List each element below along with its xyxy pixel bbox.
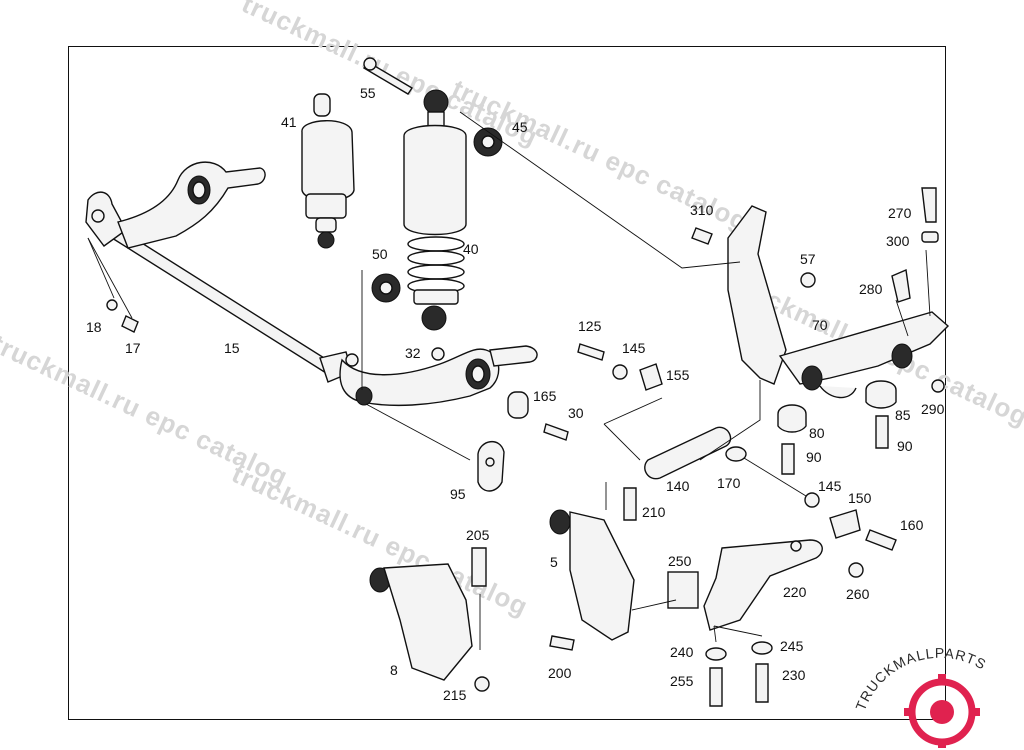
callout-32: 32 — [405, 345, 421, 361]
washer-240 — [705, 647, 727, 661]
callout-290: 290 — [921, 401, 945, 417]
callout-245: 245 — [780, 638, 804, 654]
bracket-5 — [549, 487, 637, 651]
callout-145-upper: 145 — [622, 340, 646, 356]
nut-32 — [431, 347, 445, 361]
callout-310: 310 — [690, 202, 714, 218]
stabilizer-bar — [85, 161, 538, 407]
washer-300 — [921, 231, 939, 243]
bolt-90-center — [781, 443, 795, 475]
callout-90-right: 90 — [897, 438, 913, 454]
callout-170: 170 — [717, 475, 741, 491]
callout-260: 260 — [846, 586, 870, 602]
diagram-frame — [68, 46, 946, 720]
bolt-230 — [755, 663, 769, 703]
pin-150 — [829, 509, 861, 539]
bolt-30 — [543, 423, 569, 441]
callout-80: 80 — [809, 425, 825, 441]
bolt-200 — [549, 635, 575, 651]
callout-145-lower: 145 — [818, 478, 842, 494]
nut-260 — [848, 562, 864, 578]
callout-40: 40 — [463, 241, 479, 257]
nut-290 — [931, 379, 945, 393]
callout-210: 210 — [642, 504, 666, 520]
rubber-buffer-80 — [777, 404, 807, 433]
nut-215 — [474, 676, 490, 692]
callout-255: 255 — [670, 673, 694, 689]
washer-145-lower — [804, 492, 820, 508]
truckmallparts-logo: TRUCKMALLPARTS — [852, 645, 988, 748]
callout-55: 55 — [360, 85, 376, 101]
callout-17: 17 — [125, 340, 141, 356]
callout-5: 5 — [550, 554, 558, 570]
callout-140: 140 — [666, 478, 690, 494]
bolt-160 — [865, 529, 897, 551]
callout-165: 165 — [533, 388, 557, 404]
callout-205: 205 — [466, 527, 490, 543]
bolt-280 — [891, 268, 911, 303]
callout-85: 85 — [895, 407, 911, 423]
callout-300: 300 — [886, 233, 910, 249]
ring-170 — [725, 446, 747, 462]
callout-30: 30 — [568, 405, 584, 421]
leader-lines — [87, 111, 931, 650]
bracket-220 — [703, 539, 823, 631]
bracket-8 — [369, 563, 473, 681]
callout-150: 150 — [848, 490, 872, 506]
bolt-17 — [121, 315, 139, 333]
callout-230: 230 — [782, 667, 806, 683]
bolt-205 — [471, 547, 487, 587]
rubber-buffer-85 — [865, 380, 897, 409]
washer-245 — [751, 641, 773, 655]
callout-200: 200 — [548, 665, 572, 681]
bolt-255 — [709, 667, 723, 707]
washer-18 — [106, 299, 118, 311]
callout-280: 280 — [859, 281, 883, 297]
callout-90-center: 90 — [806, 449, 822, 465]
watermarks: truckmall.ru epc catalog truckmall.ru ep… — [0, 0, 1024, 622]
callout-220: 220 — [783, 584, 807, 600]
callout-215: 215 — [443, 687, 467, 703]
shock-absorber-40 — [403, 89, 467, 331]
bolt-310 — [691, 227, 713, 245]
nut-57 — [800, 272, 816, 288]
callout-240: 240 — [670, 644, 694, 660]
plate-250 — [667, 571, 699, 609]
callout-labels: 55 41 45 40 50 18 17 15 32 125 145 155 1… — [86, 85, 945, 703]
callout-125: 125 — [578, 318, 602, 334]
bolt-210 — [623, 487, 637, 521]
callout-160: 160 — [900, 517, 924, 533]
washer-145 — [612, 364, 628, 380]
callout-50: 50 — [372, 246, 388, 262]
clip-155 — [639, 363, 663, 391]
callout-155: 155 — [666, 367, 690, 383]
bolt-90-right — [875, 415, 889, 449]
air-spring-41 — [301, 93, 355, 249]
callout-270: 270 — [888, 205, 912, 221]
callout-250: 250 — [668, 553, 692, 569]
link-140 — [644, 426, 732, 480]
callout-95: 95 — [450, 486, 466, 502]
callout-18: 18 — [86, 319, 102, 335]
callout-15: 15 — [224, 340, 240, 356]
callout-57: 57 — [800, 251, 816, 267]
callout-8: 8 — [390, 662, 398, 678]
bolt-125 — [577, 343, 605, 361]
bolt-270 — [921, 187, 937, 223]
bushing-165 — [507, 391, 529, 419]
callout-70: 70 — [812, 317, 828, 333]
callout-41: 41 — [281, 114, 297, 130]
callout-45: 45 — [512, 119, 528, 135]
